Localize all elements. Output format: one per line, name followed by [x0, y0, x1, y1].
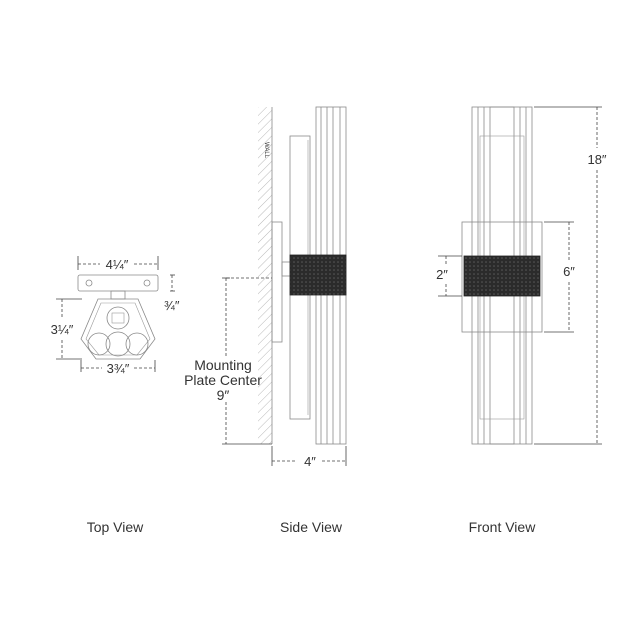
side-depth-label: 4″: [304, 454, 316, 469]
front-mesh-band: [463, 255, 541, 297]
top-view: 4¼″ ¾″ 3¼″ 3¾″ Top View: [51, 256, 180, 535]
front-band-label: 2″: [436, 267, 448, 282]
front-backplate-label: 6″: [563, 264, 575, 279]
lamp-circle: [105, 331, 131, 357]
screw-hole-icon: [143, 279, 151, 287]
side-backplate: [271, 221, 283, 343]
top-view-caption: Top View: [87, 519, 144, 535]
screw-hole-icon: [85, 279, 93, 287]
front-backplate: [461, 221, 543, 333]
lamp-circle: [87, 332, 111, 356]
top-height-label: 3¼″: [51, 322, 74, 337]
top-depth-label: ¾″: [164, 298, 180, 313]
mounting-label-line2: Plate Center: [184, 372, 262, 388]
mounting-label-line1: Mounting: [194, 357, 252, 373]
front-view-caption: Front View: [469, 519, 537, 535]
wall-label: WALL: [263, 142, 269, 159]
top-bottom-width-label: 3¾″: [107, 361, 130, 376]
side-view: WALL Mounting Plate Center 9″ 4″ Side Vi…: [184, 106, 347, 535]
top-width-label: 4¼″: [106, 257, 129, 272]
mounting-value: 9″: [217, 387, 230, 403]
side-mesh-band: [289, 254, 347, 296]
mounting-bar: [77, 274, 159, 292]
lamp-circle: [106, 306, 130, 330]
fixture-body-top: [80, 298, 156, 360]
lamp-circle: [125, 332, 149, 356]
front-height-label: 18″: [587, 152, 606, 167]
side-view-caption: Side View: [280, 519, 343, 535]
front-view: 2″ 6″ 18″ Front View: [436, 106, 607, 535]
